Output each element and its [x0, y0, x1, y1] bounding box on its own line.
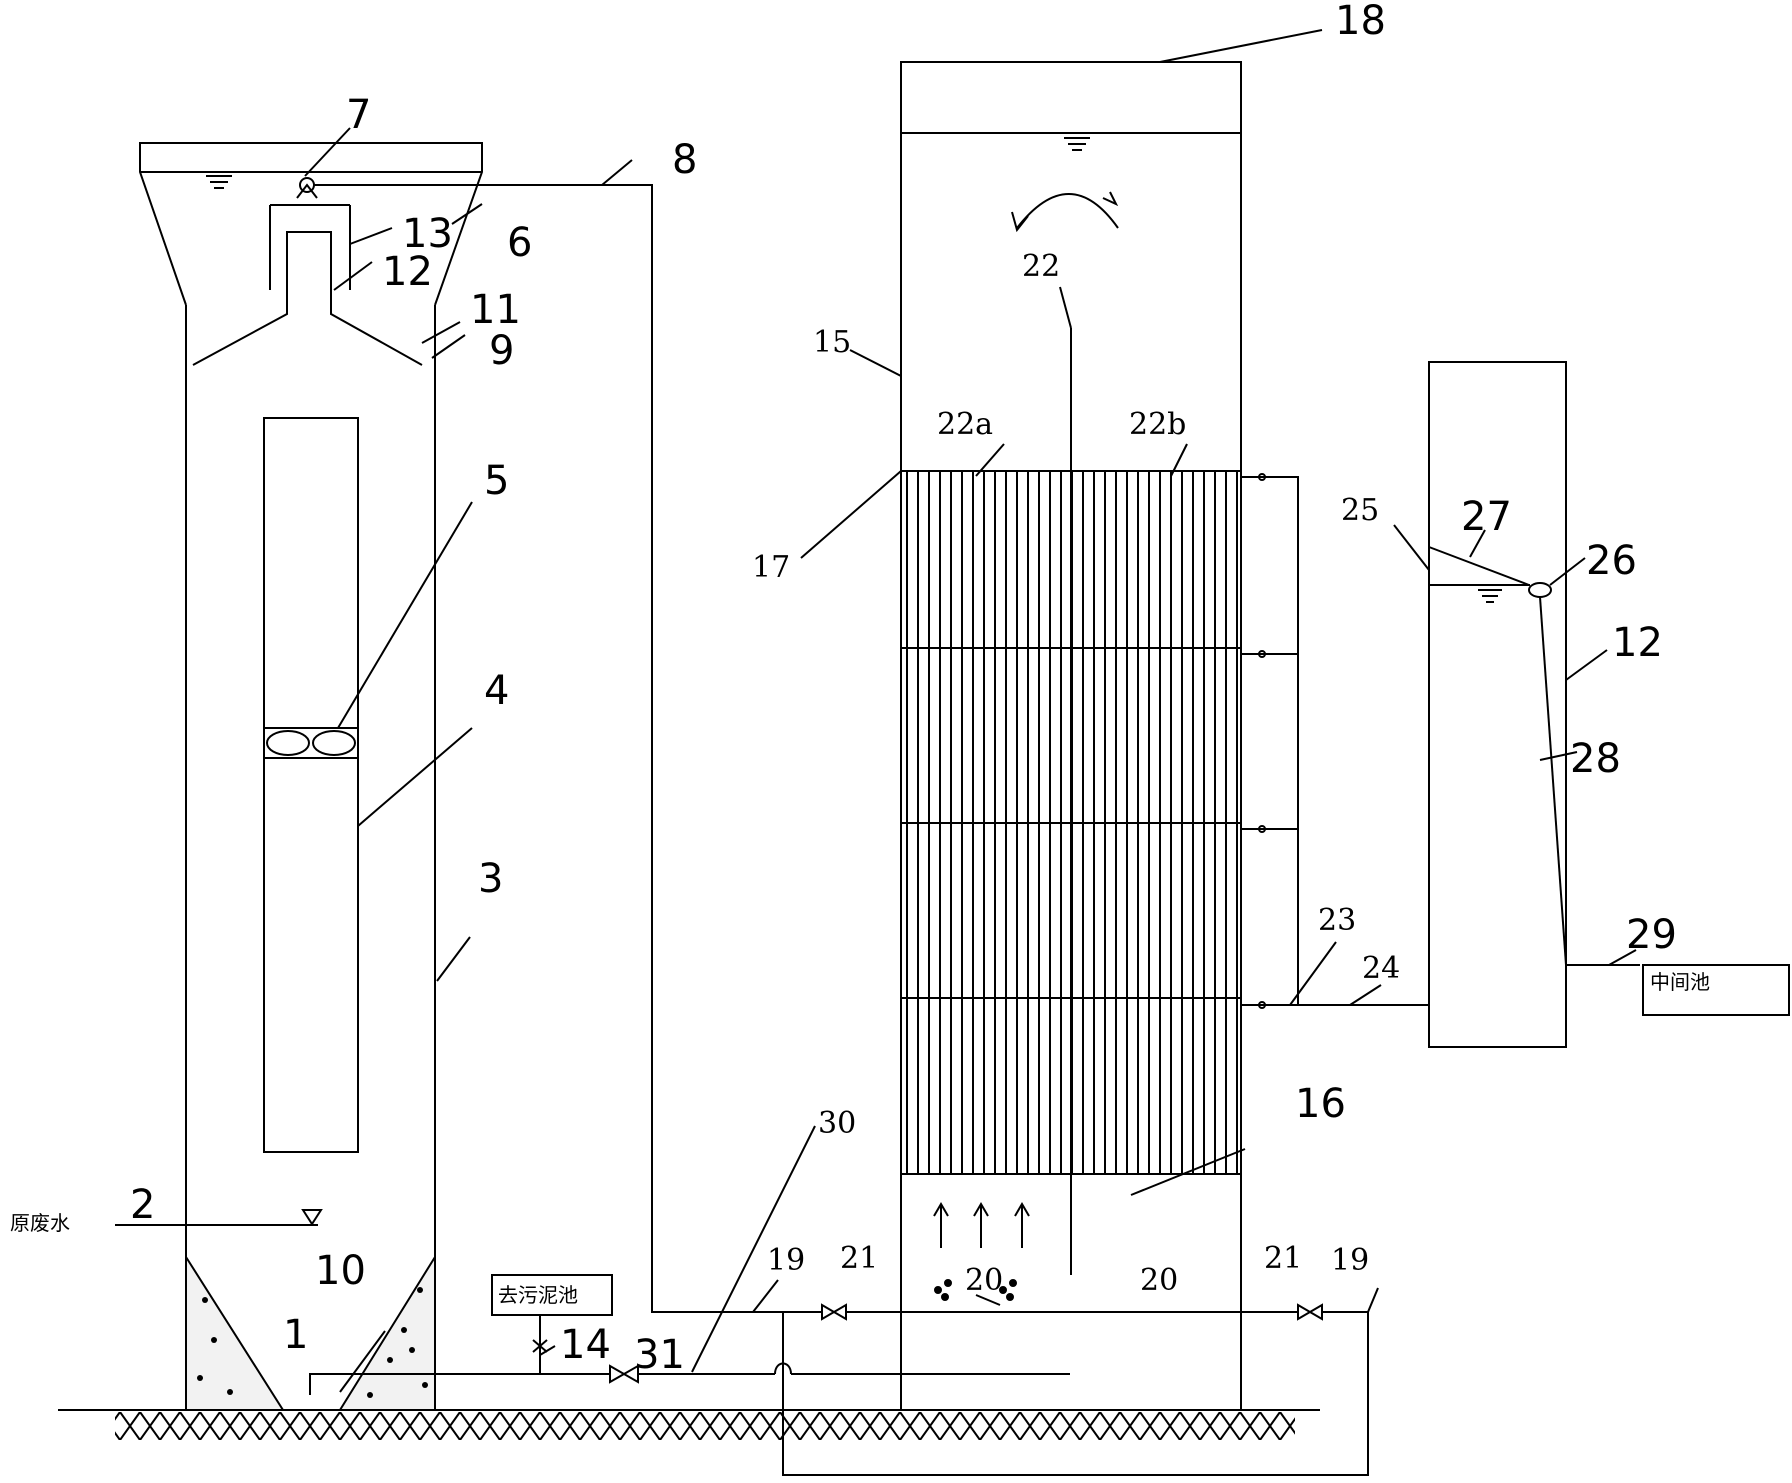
label-4: 4: [484, 668, 509, 714]
label-23: 23: [1318, 903, 1356, 938]
label-25: 25: [1341, 493, 1379, 528]
label-22b: 22b: [1129, 407, 1186, 442]
right-tank: [1428, 361, 1790, 1048]
ground: [58, 1409, 1320, 1444]
label-29: 29: [1626, 912, 1677, 958]
label-19a: 19: [767, 1243, 805, 1278]
label-31: 31: [634, 1332, 685, 1378]
label-15: 15: [813, 325, 851, 360]
label-12b: 12: [1612, 620, 1663, 666]
label-20b: 20: [1140, 1263, 1178, 1298]
raw-wastewater-label: 原废水: [10, 1211, 70, 1235]
label-17: 17: [752, 550, 790, 585]
label-7: 7: [346, 92, 371, 138]
label-3: 3: [478, 856, 503, 902]
label-8: 8: [672, 137, 697, 183]
label-27: 27: [1461, 494, 1512, 540]
label-2: 2: [130, 1182, 155, 1228]
label-5: 5: [484, 458, 509, 504]
label-18: 18: [1335, 0, 1386, 44]
label-28: 28: [1570, 736, 1621, 782]
label-1: 1: [283, 1312, 308, 1358]
label-20a: 20: [965, 1263, 1003, 1298]
label-21b: 21: [1264, 1241, 1302, 1276]
middle-reactor: [782, 61, 1429, 1476]
label-22: 22: [1022, 249, 1060, 284]
label-14: 14: [560, 1322, 611, 1368]
label-26: 26: [1586, 538, 1637, 584]
label-22a: 22a: [937, 407, 993, 442]
label-9: 9: [489, 328, 514, 374]
label-12: 12: [382, 249, 433, 295]
label-24: 24: [1362, 951, 1400, 986]
label-6: 6: [507, 220, 532, 266]
left-reactor: [115, 142, 483, 1411]
label-11: 11: [470, 287, 521, 333]
bottom-pipe: [309, 1274, 1070, 1395]
label-16: 16: [1295, 1081, 1346, 1127]
label-19b: 19: [1331, 1243, 1369, 1278]
label-13: 13: [402, 211, 453, 257]
leader-lines: [304, 29, 1637, 1393]
intermediate-tank-label: 中间池: [1650, 970, 1710, 994]
label-30: 30: [818, 1106, 856, 1141]
label-10: 10: [315, 1248, 366, 1294]
sludge-tank-label: 去污泥池: [498, 1283, 578, 1307]
label-21a: 21: [840, 1241, 878, 1276]
